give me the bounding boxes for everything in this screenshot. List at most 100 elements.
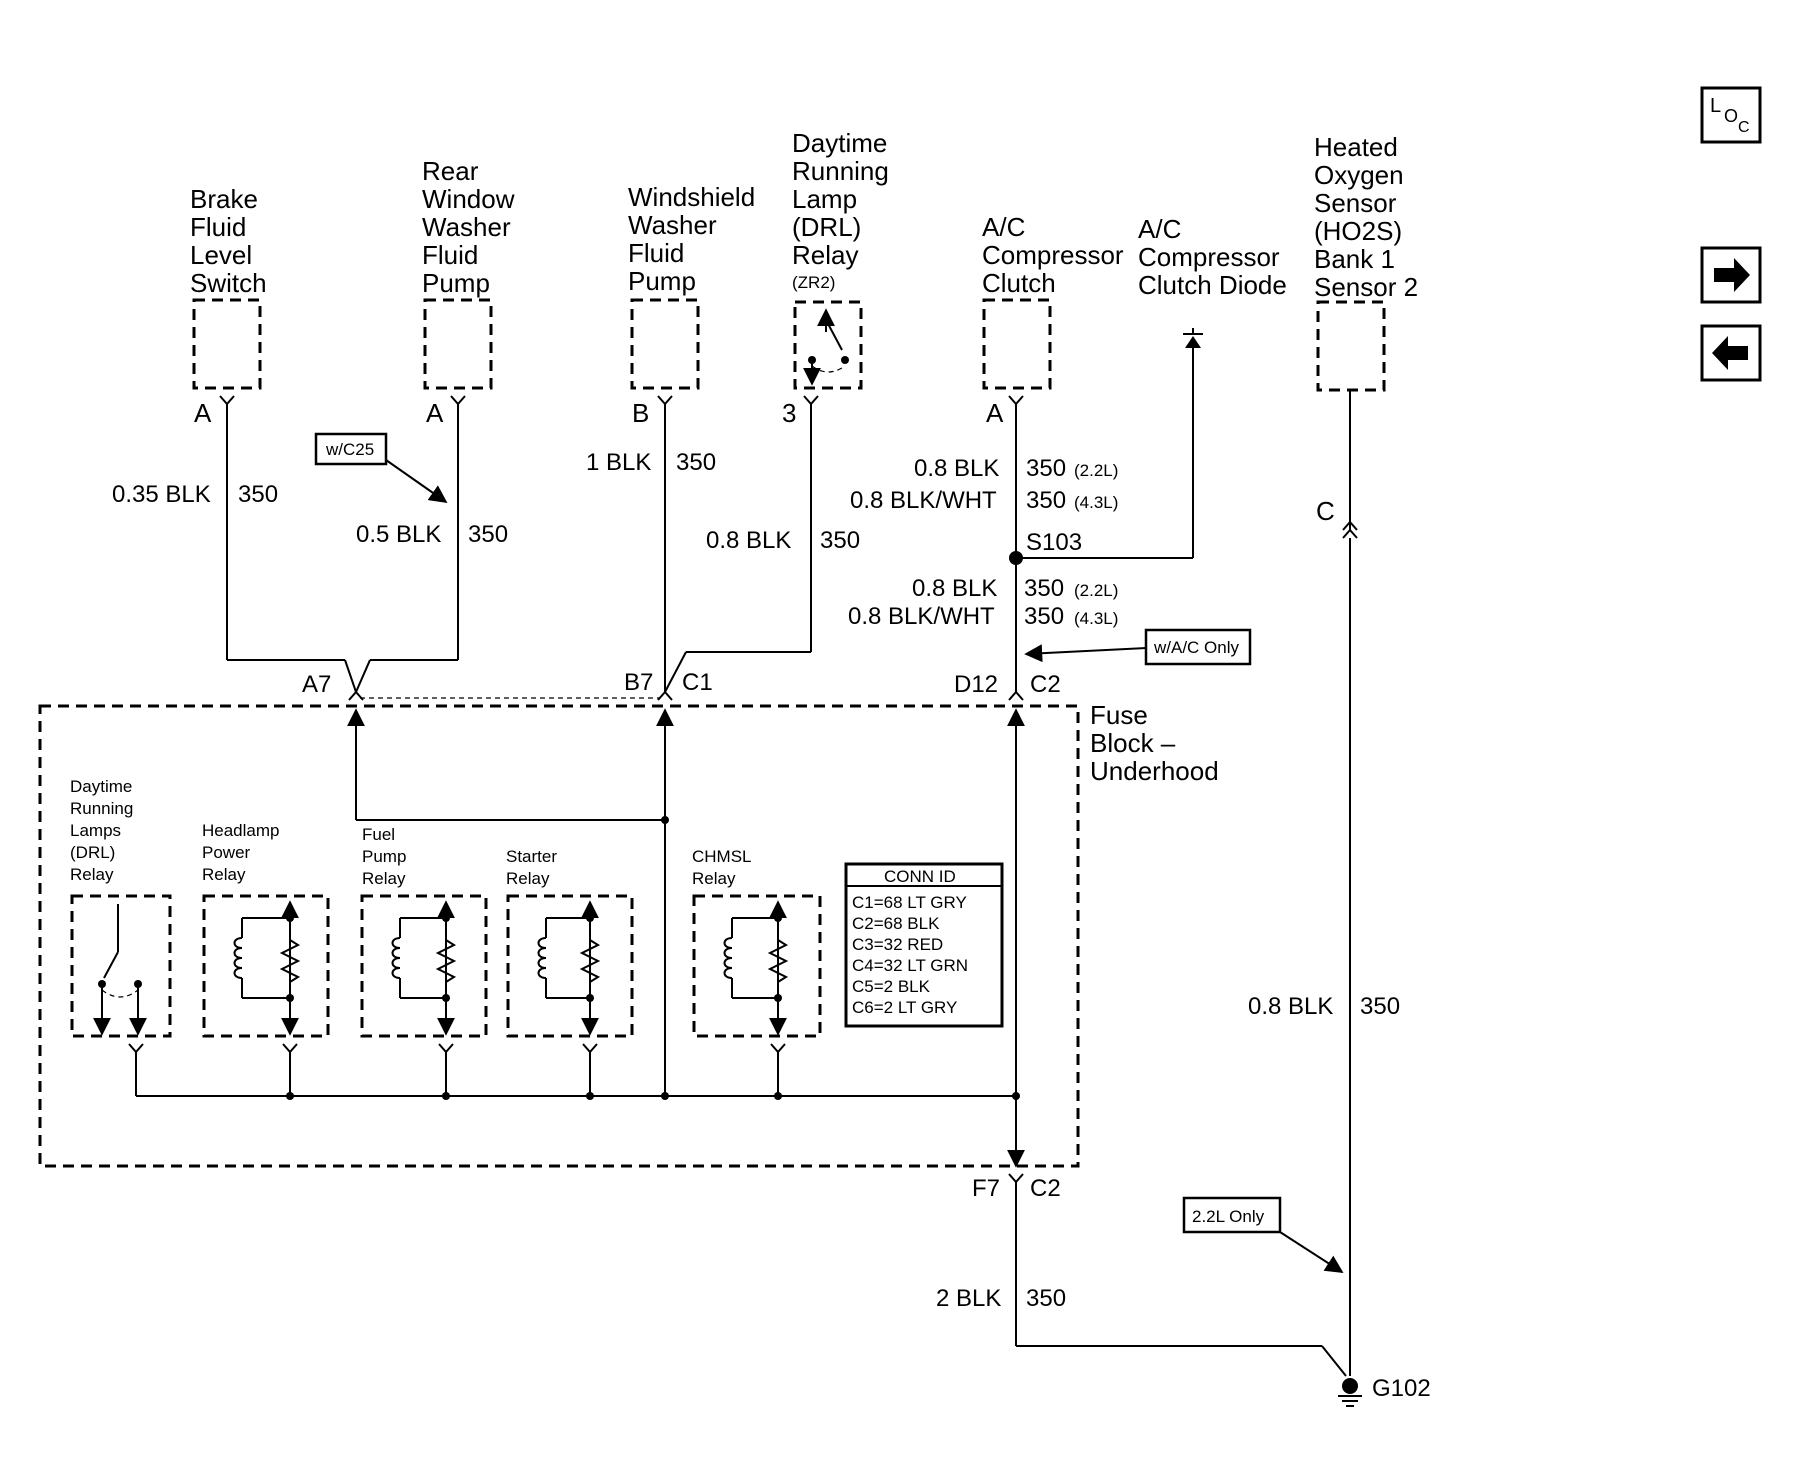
ac-clutch-box bbox=[982, 298, 1052, 390]
pin-ho2s: C bbox=[1316, 496, 1335, 526]
brake-label-2: Fluid bbox=[190, 212, 246, 242]
conn-id-table: CONN ID C1=68 LT GRY C2=68 BLK C3=32 RED… bbox=[844, 862, 1004, 1028]
starter-relay: Starter Relay bbox=[506, 847, 634, 1096]
loc-icon-l: L bbox=[1710, 95, 1721, 117]
wire-ho2s-size: 0.8 BLK bbox=[1248, 993, 1333, 1020]
wire-ac-top1-ckt: 350 bbox=[1026, 455, 1066, 482]
drl-relay-label-5: Relay bbox=[70, 865, 114, 884]
ho2s-label-3: Sensor bbox=[1314, 188, 1397, 218]
callout-wc25: w/C25 bbox=[314, 432, 448, 504]
wire-ws-size: 1 BLK bbox=[586, 449, 651, 476]
wire-drl-size: 0.8 BLK bbox=[706, 527, 791, 554]
ws-label-2: Washer bbox=[628, 210, 717, 240]
drl-relay: Daytime Running Lamps (DRL) Relay bbox=[70, 777, 172, 1096]
pin-brake: A bbox=[194, 398, 212, 428]
ground-g102-label: G102 bbox=[1372, 1375, 1431, 1402]
fuse-block-pin-markers bbox=[348, 690, 1024, 701]
callout-22l-text: 2.2L Only bbox=[1192, 1207, 1265, 1226]
fuel-pump-relay: Fuel Pump Relay bbox=[360, 825, 488, 1096]
wire-ac-top1-size: 0.8 BLK bbox=[914, 455, 999, 482]
wire-rear-size: 0.5 BLK bbox=[356, 521, 441, 548]
ac-compressor-clutch-label: A/C Compressor Clutch bbox=[982, 212, 1124, 298]
ho2s-label-6: Sensor 2 bbox=[1314, 272, 1418, 302]
starter-relay-label-2: Relay bbox=[506, 869, 550, 888]
conn-id-row-3: C3=32 RED bbox=[852, 935, 943, 954]
brake-fluid-level-switch-label: Brake Fluid Level Switch bbox=[190, 184, 267, 298]
fuse-block-label-2: Block – bbox=[1090, 728, 1176, 758]
drl-relay-top-box bbox=[793, 300, 863, 390]
drl-relay-top-label: Daytime Running Lamp (DRL) Relay (ZR2) bbox=[792, 128, 889, 292]
diode-label-2: Compressor bbox=[1138, 242, 1280, 272]
wire-label-separators bbox=[226, 446, 812, 554]
brake-label-1: Brake bbox=[190, 184, 258, 214]
rear-window-washer-pump-label: Rear Window Washer Fluid Pump bbox=[422, 156, 515, 298]
ho2s-label-5: Bank 1 bbox=[1314, 244, 1395, 274]
fuse-block-internal-wiring bbox=[136, 708, 1025, 1168]
drl-top-label-3: Lamp bbox=[792, 184, 857, 214]
ho2s-label-1: Heated bbox=[1314, 132, 1398, 162]
ground-g102-symbol bbox=[1338, 1378, 1362, 1407]
callout-22l: 2.2L Only bbox=[1182, 1196, 1344, 1273]
fuel-relay-label-2: Pump bbox=[362, 847, 406, 866]
pin-drl: 3 bbox=[782, 398, 796, 428]
rear-label-2: Window bbox=[422, 184, 515, 214]
fuse-block-underhood bbox=[38, 704, 1080, 1168]
conn-id-row-6: C6=2 LT GRY bbox=[852, 998, 957, 1017]
wire-ac-bot2-size: 0.8 BLK/WHT bbox=[848, 603, 995, 630]
conn-id-row-1: C1=68 LT GRY bbox=[852, 893, 967, 912]
ho2s-wiring bbox=[1342, 390, 1358, 1376]
loc-icon-o: O bbox=[1724, 106, 1738, 126]
wire-ac-top2-size: 0.8 BLK/WHT bbox=[850, 487, 997, 514]
conn-id-title: CONN ID bbox=[884, 867, 956, 886]
ho2s-label-2: Oxygen bbox=[1314, 160, 1404, 190]
wire-brake-size: 0.35 BLK bbox=[112, 481, 211, 508]
pin-f7: F7 bbox=[972, 1175, 1000, 1202]
drl-relay-label-1: Daytime bbox=[70, 777, 132, 796]
loc-icon[interactable]: L O C bbox=[1700, 86, 1762, 144]
conn-id-row-4: C4=32 LT GRN bbox=[852, 956, 968, 975]
wire-drl-ckt: 350 bbox=[820, 527, 860, 554]
callout-wac-text: w/A/C Only bbox=[1153, 638, 1240, 657]
wire-ho2s-ckt: 350 bbox=[1360, 993, 1400, 1020]
windshield-washer-pump-label: Windshield Washer Fluid Pump bbox=[628, 182, 755, 296]
pin-rear: A bbox=[426, 398, 444, 428]
brake-label-3: Level bbox=[190, 240, 252, 270]
arrow-left-icon[interactable] bbox=[1700, 324, 1762, 382]
top-pin-markers bbox=[219, 395, 1024, 406]
wire-ac-top1-note: (2.2L) bbox=[1074, 461, 1118, 480]
chmsl-relay-label-2: Relay bbox=[692, 869, 736, 888]
headlamp-relay-label-2: Power bbox=[202, 843, 251, 862]
fuel-relay-label-1: Fuel bbox=[362, 825, 395, 844]
callout-wc25-text: w/C25 bbox=[325, 440, 374, 459]
rear-label-5: Pump bbox=[422, 268, 490, 298]
drl-top-label-4: (DRL) bbox=[792, 212, 861, 242]
callout-wac: w/A/C Only bbox=[1024, 628, 1252, 666]
ac-compressor-clutch-diode-label: A/C Compressor Clutch Diode bbox=[1138, 214, 1287, 300]
wire-ac-bot1-size: 0.8 BLK bbox=[912, 575, 997, 602]
wire-ground-ckt: 350 bbox=[1026, 1285, 1066, 1312]
wire-brake-ckt: 350 bbox=[238, 481, 278, 508]
rear-label-1: Rear bbox=[422, 156, 479, 186]
wire-rear-ckt: 350 bbox=[468, 521, 508, 548]
ac-label-2: Compressor bbox=[982, 240, 1124, 270]
pin-b7: B7 bbox=[624, 669, 653, 696]
conn-id-row-5: C5=2 BLK bbox=[852, 977, 931, 996]
wire-ac-top2-note: (4.3L) bbox=[1074, 493, 1118, 512]
loc-icon-c: C bbox=[1738, 119, 1750, 136]
fuel-relay-label-3: Relay bbox=[362, 869, 406, 888]
pin-c1: C1 bbox=[682, 669, 713, 696]
splice-s103: S103 bbox=[1026, 529, 1082, 556]
drl-relay-label-2: Running bbox=[70, 799, 133, 818]
chmsl-relay-label-1: CHMSL bbox=[692, 847, 752, 866]
headlamp-relay-label-3: Relay bbox=[202, 865, 246, 884]
brake-switch-box bbox=[192, 298, 262, 390]
ac-label-1: A/C bbox=[982, 212, 1025, 242]
pin-c2-bottom: C2 bbox=[1030, 1175, 1061, 1202]
wire-ac-bot2-ckt: 350 bbox=[1024, 603, 1064, 630]
wire-ac-bot1-ckt: 350 bbox=[1024, 575, 1064, 602]
pin-c2-top: C2 bbox=[1030, 671, 1061, 698]
ws-label-4: Pump bbox=[628, 266, 696, 296]
arrow-right-icon[interactable] bbox=[1700, 246, 1762, 304]
rear-washer-box bbox=[423, 298, 493, 390]
